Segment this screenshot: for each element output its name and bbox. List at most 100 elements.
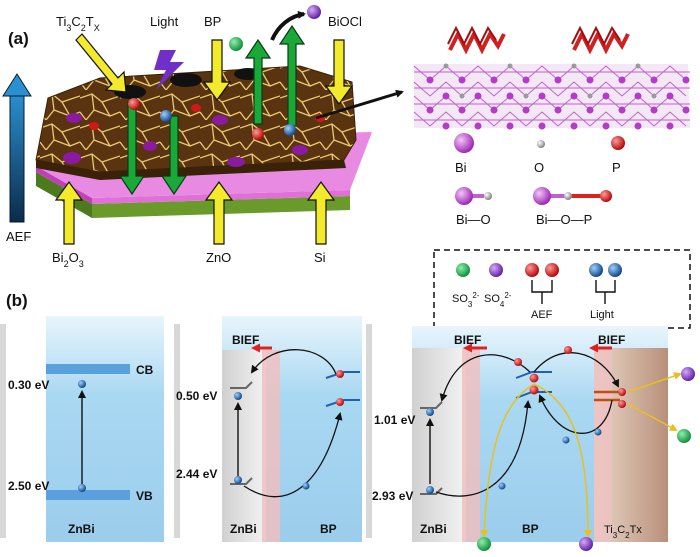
electron [498,482,506,490]
zoom-arrow [315,89,404,120]
cb-label: CB [136,363,154,377]
biocl-label: BiOCl [328,14,362,29]
pore [170,73,202,87]
material-label-3-mid: BP [522,522,539,536]
energy-label-bottom-3: 2.93 eV [372,489,413,503]
so3-ion [477,537,491,551]
material-label-3-left: ZnBi [420,522,447,536]
hole [78,484,86,492]
material-label-2-left: ZnBi [230,522,257,536]
electron [594,428,602,436]
electron-key-icon [589,263,603,277]
material-label-2-right: BP [320,522,337,536]
electron [426,408,434,416]
bi2o3-grain [63,152,81,164]
hole [529,385,539,395]
energy-label-bottom-2: 2.44 eV [176,467,217,481]
separator [0,324,6,538]
so4-ion [307,5,321,19]
si-label: Si [314,250,326,265]
panel-a-label: (a) [8,29,29,48]
ion-key-box: SO32- SO42- AEF Light [433,249,691,329]
bi2o3-grain [143,141,157,151]
o-atom-icon [537,140,545,148]
bi-o-p-bond-icon [533,187,551,205]
p-legend-label: P [612,160,621,175]
so4-ion [579,537,593,551]
bp-grain [89,122,99,130]
hole [564,346,572,354]
oxidation-path [627,372,682,393]
hole [529,373,539,383]
bi2o3-grain [227,157,245,167]
bi-legend-label: Bi [455,160,467,175]
electron [234,392,242,400]
device-stack [35,65,372,218]
oxidation-path [480,383,535,538]
energy-label-top-3: 1.01 eV [374,413,415,427]
bief-label-2: BIEF [232,333,259,347]
so4-ion [681,367,695,381]
hole [426,486,434,494]
bi-o-legend-label: Bi—O [456,212,491,227]
bi-atom-icon [454,133,474,153]
valence-band [46,490,130,500]
hole [336,370,344,378]
separator [174,324,180,538]
bp-label: BP [204,14,221,29]
hole [336,398,344,406]
hole [252,128,264,140]
so3-ion [229,37,243,51]
bief-label-3-left: BIEF [454,333,481,347]
material-label-1: ZnBi [68,522,95,536]
lightning-icon [154,50,184,90]
so4-key-label: SO42- [484,291,512,309]
callout-arrows [54,33,354,245]
so3-ion [677,429,691,443]
aef-arrow [2,73,32,223]
panel-b-label: (b) [6,291,28,310]
energy-label-bottom-1: 2.50 eV [8,479,49,493]
bi2o3-grain [212,115,228,125]
electron [160,110,172,122]
electron [302,482,310,490]
so3-key-label: SO32- [452,291,480,309]
separator [366,324,372,538]
bi-o-p-legend-label: Bi—O—P [536,212,592,227]
energy-label-top-2: 0.50 eV [176,389,217,403]
light-key-label: Light [590,309,614,321]
zno-label: ZnO [206,250,231,265]
electron [78,380,86,388]
aef-label: AEF [6,229,31,244]
p-atom-icon [611,136,625,150]
charge-carriers-a [128,5,321,140]
electron [284,124,296,136]
hole [514,358,522,366]
oxidation-path [627,403,678,431]
atom-legend: Bi O P Bi—O Bi—O—P [454,133,625,227]
bief-label-3-right: BIEF [598,333,625,347]
so3-key-icon [456,263,470,277]
bi2o3-label: Bi2O3 [52,250,84,269]
hole [234,476,242,484]
light-label: Light [150,14,179,29]
band-diagram-zn-bi-bp: BIEF 0.50 eV 2.44 eV ZnBi BP [176,316,362,542]
aef-key-label: AEF [531,309,553,321]
electron [562,436,570,444]
bp-grain [191,104,201,112]
energy-label-top-1: 0.30 eV [8,378,49,392]
hole [618,400,626,408]
hole [128,98,140,110]
ti3c2tx-label: Ti3C2TX [56,14,100,33]
material-label-3-right: Ti3C2Tx [604,524,642,540]
carrier-transfer-arrows [118,10,306,196]
bi-o-bond-icon [455,187,473,205]
o-legend-label: O [534,160,544,175]
so4-key-icon [489,263,503,277]
band-diagram-zn-bi-bp-ti3c2tx: BIEF BIEF 1.01 eV 2.93 eV ZnBi [372,326,695,551]
conduction-band [46,364,130,374]
bi2o3-grain [66,113,82,123]
hole [618,388,626,396]
hole-key-icon [525,263,539,277]
crystal-structure [413,25,690,130]
